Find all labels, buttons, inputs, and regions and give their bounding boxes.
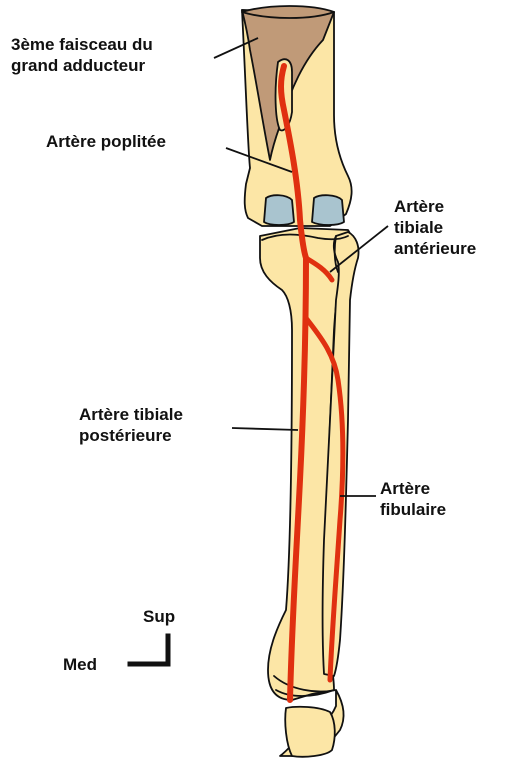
medial-cartilage	[264, 195, 294, 225]
label-adducteur: 3ème faisceau du grand adducteur	[11, 34, 153, 76]
orientation-med: Med	[63, 654, 97, 675]
foot-bone	[285, 707, 335, 757]
lateral-cartilage	[312, 195, 344, 225]
label-artere-tibiale-anterieure: Artère tibiale antérieure	[394, 196, 476, 259]
leader-tibiale-posterieure	[232, 428, 298, 430]
label-artere-fibulaire: Artère fibulaire	[380, 478, 446, 520]
orientation-sup: Sup	[143, 606, 175, 627]
label-artere-poplitee: Artère poplitée	[46, 131, 166, 152]
orientation-marker	[130, 636, 168, 664]
label-artere-tibiale-posterieure: Artère tibiale postérieure	[79, 404, 183, 446]
adductor-top-face	[242, 6, 334, 18]
